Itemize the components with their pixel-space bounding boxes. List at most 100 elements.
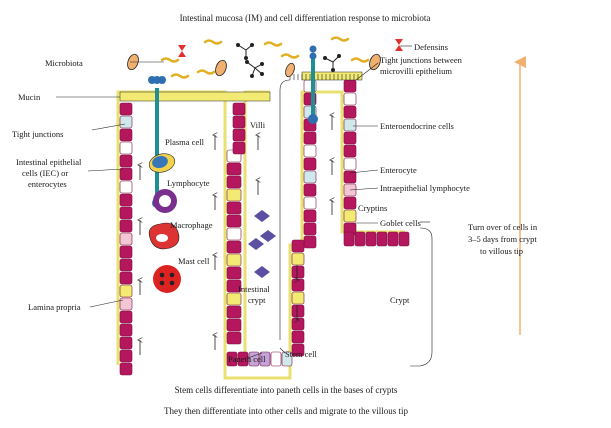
label-lamina-propria: Lamina propria xyxy=(28,302,81,312)
label-iec-1: Intestinal epithelial xyxy=(16,157,82,167)
caption-line-2: They then differentiate into other cells… xyxy=(164,406,409,416)
epithelial-cell xyxy=(237,351,249,367)
epithelial-cell xyxy=(226,240,242,254)
epithelial-cell xyxy=(226,305,242,319)
epithelial-cell xyxy=(119,284,133,298)
label-plasma-cell: Plasma cell xyxy=(165,137,205,147)
epithelial-cell xyxy=(343,92,357,106)
label-intestinal-crypt-2: crypt xyxy=(248,295,266,305)
epithelial-cell xyxy=(119,193,133,207)
epithelial-cell xyxy=(376,231,388,247)
epithelial-cell xyxy=(119,206,133,220)
epithelial-cell xyxy=(119,141,133,155)
epithelial-cell xyxy=(291,291,305,305)
epithelial-cell xyxy=(226,201,242,215)
label-macrophage: Macrophage xyxy=(170,220,213,230)
epithelial-cell xyxy=(226,188,242,202)
plasma-cell-icon xyxy=(148,153,176,173)
epithelial-cell xyxy=(291,265,305,279)
epithelial-cell xyxy=(398,231,410,247)
epithelial-cells xyxy=(119,79,410,376)
epithelial-cell xyxy=(119,297,133,311)
epithelial-cell xyxy=(354,231,366,247)
label-paneth: Paneth cell xyxy=(228,354,266,364)
epithelial-cell xyxy=(232,102,246,116)
label-goblet: Goblet cells xyxy=(380,218,421,228)
lymphocyte-icon xyxy=(153,189,177,213)
label-stem: Stem cell xyxy=(285,349,318,359)
epithelial-cell xyxy=(343,105,357,119)
mucin-layer xyxy=(119,91,271,102)
epithelial-cell xyxy=(119,349,133,363)
epithelial-cell xyxy=(343,144,357,158)
epithelial-cell xyxy=(226,253,242,267)
label-villi: Villi xyxy=(250,120,266,130)
label-mucin: Mucin xyxy=(18,92,41,102)
epithelial-cell xyxy=(291,304,305,318)
label-turnover-1: Turn over of cells in xyxy=(468,222,538,232)
label-tight-junctions-microvilli-2: microvilli epithelium xyxy=(380,66,452,76)
macrophage-icon xyxy=(148,222,180,250)
epithelial-cell xyxy=(303,144,317,158)
epithelial-cell xyxy=(291,343,305,357)
epithelial-cell xyxy=(119,180,133,194)
epithelial-cell xyxy=(119,310,133,324)
label-lymphocyte: Lymphocyte xyxy=(167,178,210,188)
epithelial-cell xyxy=(119,362,133,376)
epithelial-cell xyxy=(303,196,317,210)
epithelial-cell xyxy=(226,214,242,228)
epithelial-cell xyxy=(343,209,357,223)
epithelial-cell xyxy=(248,351,260,367)
label-intestinal-crypt-1: Intestinal xyxy=(238,284,270,294)
pointer-lines xyxy=(56,45,433,367)
label-iec-2: cells (IEC) or xyxy=(22,168,68,178)
epithelial-cell xyxy=(281,351,293,367)
epithelial-cell xyxy=(226,351,238,367)
epithelial-cell xyxy=(365,231,377,247)
epithelial-cell xyxy=(303,131,317,145)
label-mast-cell: Mast cell xyxy=(178,256,210,266)
epithelial-cell xyxy=(226,266,242,280)
epithelial-cell xyxy=(226,227,242,241)
epithelial-cell xyxy=(343,231,355,247)
epithelial-cell xyxy=(291,239,305,253)
epithelial-cell xyxy=(343,131,357,145)
caption-line-1: Stem cells differentiate into paneth cel… xyxy=(175,385,398,395)
receptor-right xyxy=(308,45,318,124)
label-crypt: Crypt xyxy=(390,295,410,305)
epithelial-cell xyxy=(343,170,357,184)
epithelial-cell xyxy=(291,278,305,292)
epithelial-cell xyxy=(119,115,133,129)
microbiota-bacteria xyxy=(160,36,370,79)
label-microbiota: Microbiota xyxy=(45,58,83,68)
label-cryptins: Cryptins xyxy=(358,203,387,213)
epithelial-cell xyxy=(119,128,133,142)
label-defensins: Defensins xyxy=(414,42,448,52)
epithelial-cell xyxy=(226,318,242,332)
label-intraepithelial: Intraepithelial lymphocyte xyxy=(380,183,470,193)
migration-arrows xyxy=(140,115,332,355)
epithelial-cell xyxy=(303,235,317,249)
epithelial-cell xyxy=(232,115,246,129)
epithelial-cell xyxy=(303,209,317,223)
epithelial-cell xyxy=(119,232,133,246)
epithelial-cell xyxy=(119,154,133,168)
epithelial-cell xyxy=(303,183,317,197)
epithelial-cell xyxy=(232,141,246,155)
label-iec-3: enterocytes xyxy=(28,179,67,189)
epithelial-cell xyxy=(291,317,305,331)
defensin-icon xyxy=(178,39,403,57)
epithelial-cell xyxy=(119,323,133,337)
label-turnover-3: to villous tip xyxy=(480,246,523,256)
epithelial-cell xyxy=(232,128,246,142)
epithelial-cell xyxy=(291,330,305,344)
antigen-icon xyxy=(236,43,341,78)
epithelial-cell xyxy=(119,245,133,259)
epithelial-cell xyxy=(119,271,133,285)
epithelial-cell xyxy=(291,252,305,266)
epithelial-cell xyxy=(226,292,242,306)
label-enteroendocrine: Enteroendocrine cells xyxy=(380,121,454,131)
epithelial-cell xyxy=(343,79,357,93)
mast-cell-icon xyxy=(153,265,181,293)
